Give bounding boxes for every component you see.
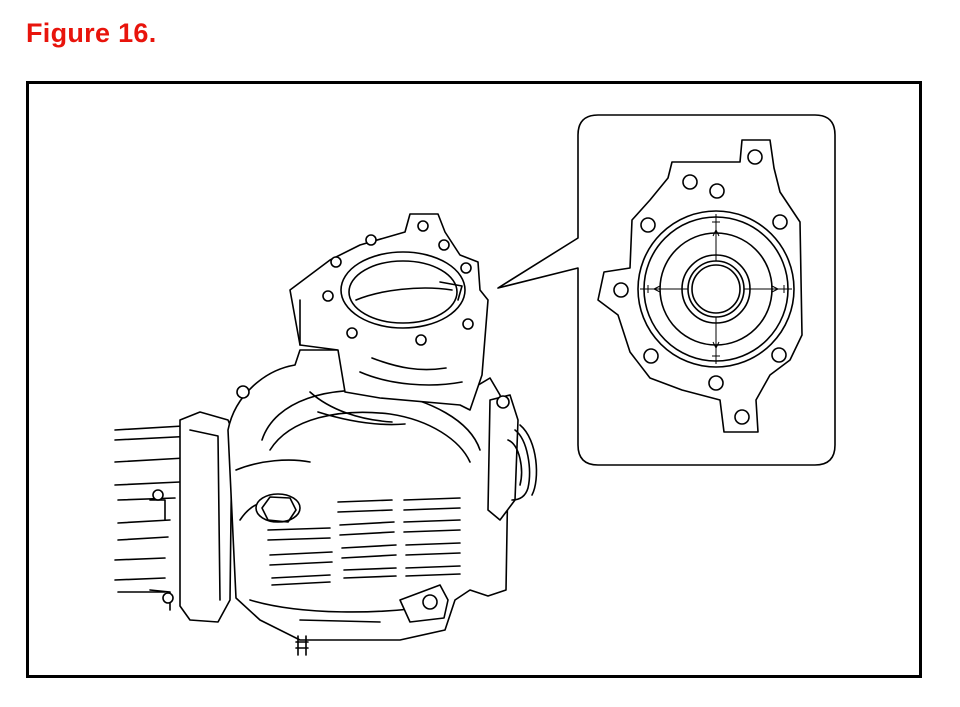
extension-housing [289,213,489,426]
transfer-case-housing [152,349,509,656]
figure-title: Figure 16. [26,18,157,48]
output-flange-right [487,394,538,521]
bearing-retainer-detail [597,139,803,433]
detail-callout [497,114,836,466]
output-shaft-tubes [114,424,201,611]
